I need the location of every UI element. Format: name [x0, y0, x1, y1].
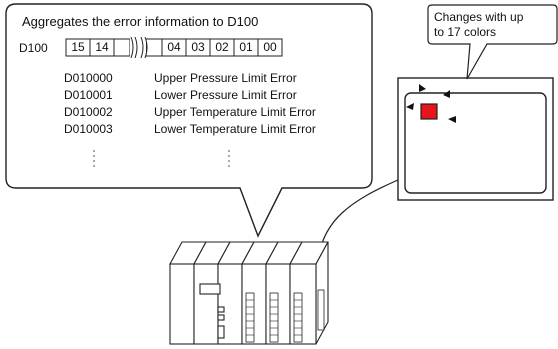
bit-15: 15 [71, 40, 85, 54]
row-description: Upper Pressure Limit Error [154, 71, 297, 85]
row-address: D010003 [64, 122, 113, 136]
display-device [397, 77, 554, 201]
bit-register [65, 38, 283, 57]
plc-io-terminals [245, 289, 325, 343]
register-label: D100 [19, 41, 48, 55]
row-description: Lower Temperature Limit Error [154, 122, 316, 136]
plc-unit [169, 241, 329, 345]
bit-03: 03 [191, 40, 205, 54]
bit-02: 02 [215, 40, 229, 54]
register-break-mark [130, 36, 148, 59]
error-lamp [420, 103, 438, 120]
row-address: D010000 [64, 71, 113, 85]
color-callout-line1: Changes with up [434, 10, 524, 24]
row-address: D010002 [64, 105, 113, 119]
row-description: Upper Temperature Limit Error [154, 105, 316, 119]
row-description: Lower Pressure Limit Error [154, 88, 297, 102]
bit-14: 14 [95, 40, 109, 54]
color-callout-bubble [427, 4, 558, 80]
callout-title: Aggregates the error information to D100 [22, 14, 259, 29]
pointer-arrows [406, 84, 456, 123]
color-callout-line2: to 17 colors [434, 25, 497, 39]
bit-01: 01 [239, 40, 253, 54]
connection-cable [317, 179, 399, 263]
row-address: D010001 [64, 88, 113, 102]
bit-04: 04 [167, 40, 181, 54]
continuation-dots [93, 150, 230, 167]
plc-terminal-lines [246, 299, 302, 336]
bit-00: 00 [263, 40, 277, 54]
info-callout-bubble [5, 3, 373, 238]
